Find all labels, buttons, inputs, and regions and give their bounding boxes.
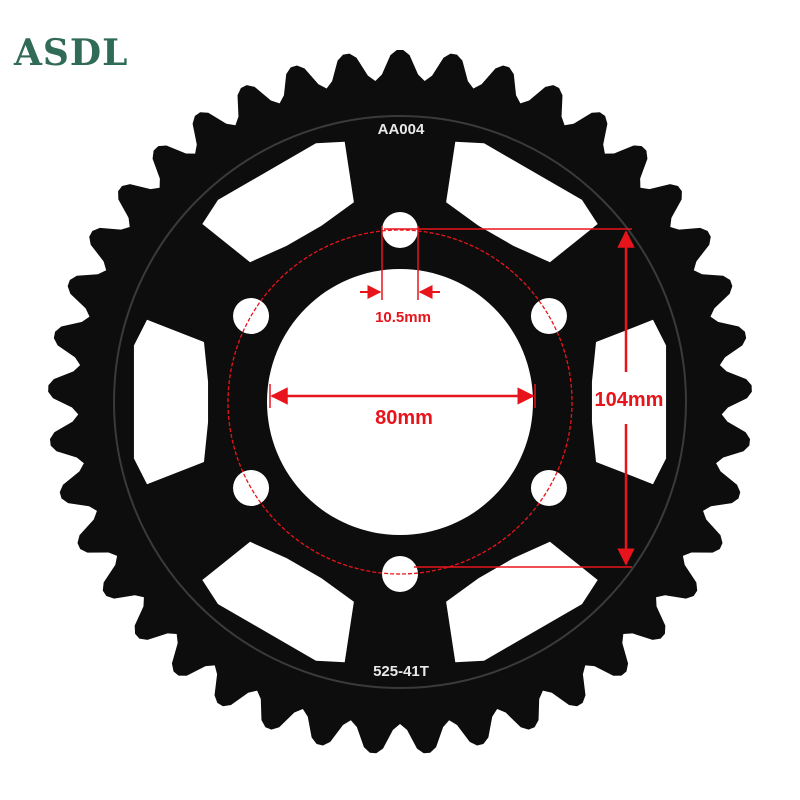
center-bore-label: 80mm (375, 407, 433, 429)
carrier-ring-line (113, 115, 687, 689)
sprocket-body (48, 50, 752, 754)
bolt-circle-outline (227, 229, 573, 575)
bolt-hole-diameter-label: 10.5mm (375, 309, 431, 326)
part-code-stamp: AA004 (378, 121, 425, 138)
bolt-circle-label: 104mm (595, 389, 664, 411)
dimension-annotations: 10.5mm 80mm 104mm (227, 226, 664, 575)
size-marking-stamp: 525-41T (373, 663, 429, 680)
brand-logo: ASDL (14, 32, 129, 74)
